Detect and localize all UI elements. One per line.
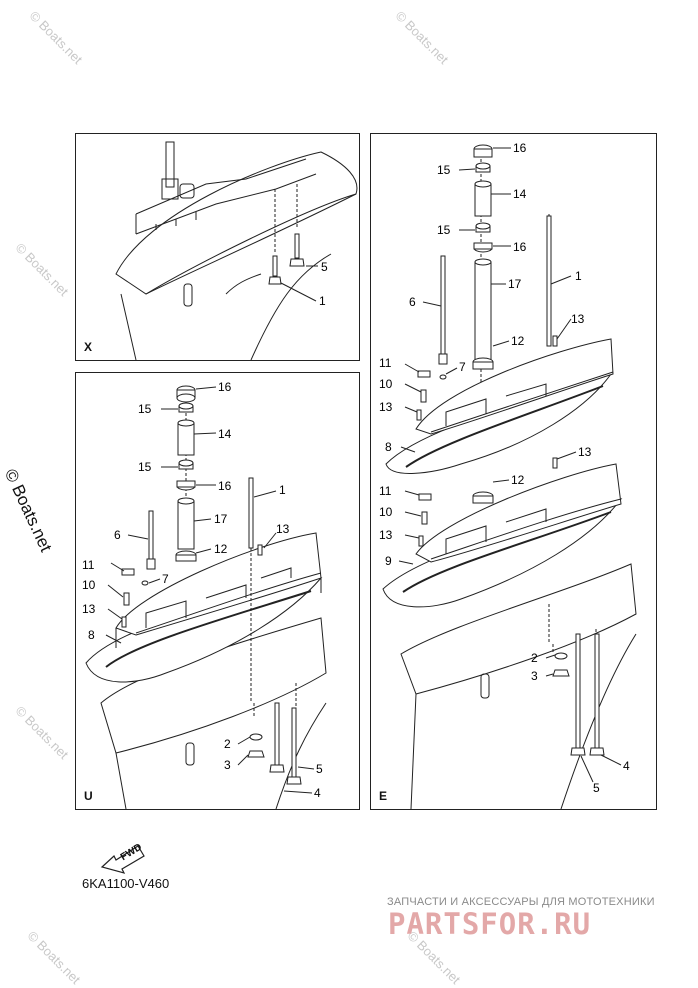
- watermark: © Boats.net: [26, 8, 86, 67]
- watermark: © Boats.net: [12, 240, 72, 299]
- watermark: © Boats.net: [392, 8, 452, 67]
- callout-label: 17: [508, 277, 522, 291]
- callout-label: 15: [138, 460, 152, 474]
- callout-label: 12: [511, 334, 525, 348]
- callout-label: 3: [224, 758, 231, 772]
- callout-label: 10: [379, 505, 393, 519]
- callout-label: 17: [214, 512, 228, 526]
- callout-label: 13: [82, 602, 96, 616]
- callout-label: 13: [379, 400, 393, 414]
- callout-label: 9: [385, 554, 392, 568]
- panel-x: 5 1 X: [75, 133, 360, 361]
- fwd-arrow-icon: [100, 845, 145, 874]
- callout-label: 2: [531, 651, 538, 665]
- callout-label: 14: [513, 187, 527, 201]
- callout-label: 1: [319, 294, 326, 308]
- callout-label: 7: [459, 360, 466, 374]
- panel-e: 16 15 14 15 16 1 17 6 13 12 11 7 10 13 8…: [370, 133, 657, 810]
- callout-label: 15: [437, 163, 451, 177]
- callout-label: 4: [314, 786, 321, 800]
- callout-label: 16: [218, 380, 232, 394]
- callout-label: 5: [316, 762, 323, 776]
- callout-label: 16: [513, 240, 527, 254]
- callout-label: 14: [218, 427, 232, 441]
- callout-label: 10: [82, 578, 96, 592]
- callout-label: 5: [321, 260, 328, 274]
- watermark-large: © Boats.net: [0, 466, 56, 555]
- callout-label: 13: [578, 445, 592, 459]
- callout-label: 13: [571, 312, 585, 326]
- panel-u: 16 15 14 15 16 1 17 6 13 12 11 7 10 13 8…: [75, 372, 360, 810]
- watermark: © Boats.net: [12, 703, 72, 762]
- callout-label: 16: [513, 141, 527, 155]
- callout-label: 13: [276, 522, 290, 536]
- callout-label: 16: [218, 479, 232, 493]
- callout-label: 11: [379, 356, 392, 370]
- panel-letter: U: [84, 789, 93, 803]
- callout-label: 3: [531, 669, 538, 683]
- callout-label: 8: [88, 628, 95, 642]
- callout-label: 1: [575, 269, 582, 283]
- panel-letter: E: [379, 789, 388, 803]
- callout-label: 7: [162, 572, 169, 586]
- watermark: © Boats.net: [24, 928, 84, 987]
- callout-label: 6: [409, 295, 416, 309]
- callout-label: 6: [114, 528, 121, 542]
- callout-label: 12: [214, 542, 228, 556]
- callout-label: 13: [379, 528, 393, 542]
- panel-e-drawing: 16 15 14 15 16 1 17 6 13 12 11 7 10 13 8…: [379, 141, 637, 809]
- callout-label: 2: [224, 737, 231, 751]
- callout-label: 11: [379, 484, 392, 498]
- callout-label: 8: [385, 440, 392, 454]
- callout-label: 11: [82, 558, 95, 572]
- callout-label: 1: [279, 483, 286, 497]
- callout-label: 10: [379, 377, 393, 391]
- callout-label: 5: [593, 781, 600, 795]
- callout-label: 15: [138, 402, 152, 416]
- shop-subtitle: ЗАПЧАСТИ И АКСЕССУАРЫ ДЛЯ МОТОТЕХНИКИ: [387, 896, 655, 908]
- callout-label: 15: [437, 223, 451, 237]
- panel-x-drawing: 5 1: [115, 141, 358, 360]
- panel-letter: X: [84, 340, 93, 354]
- callout-label: 12: [511, 473, 525, 487]
- panel-u-drawing: 16 15 14 15 16 1 17 6 13 12 11 7 10 13 8…: [82, 380, 327, 809]
- callout-label: 4: [623, 759, 630, 773]
- shop-logo: PARTSFOR.RU: [388, 907, 592, 941]
- diagram-reference-code: 6KA1100-V460: [82, 876, 170, 891]
